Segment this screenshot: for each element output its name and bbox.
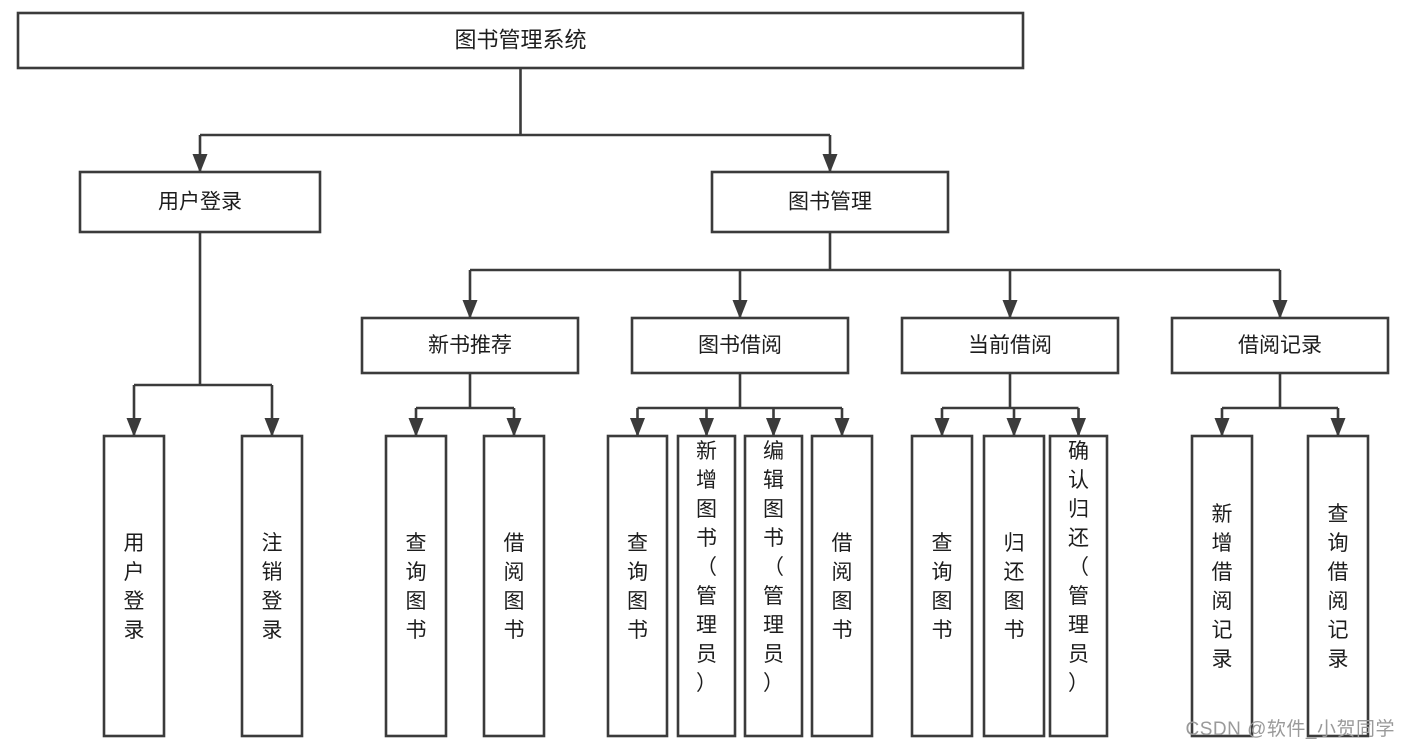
node-box-root: [16, 11, 1025, 70]
node-label-current-borrow: 当前借阅: [968, 334, 1052, 357]
node-box-leaf-query-book-1: [384, 434, 448, 738]
arrowhead-current-borrow-1: [1006, 418, 1022, 437]
arrowhead-book-borrow-3: [834, 418, 850, 437]
arrowhead-book-mgmt-2: [1002, 300, 1018, 319]
arrowhead-book-borrow-0: [630, 418, 645, 437]
node-label-book-management: 图书管理: [788, 191, 872, 214]
node-box-leaf-confirm-return-admin: [1048, 434, 1109, 738]
node-label-leaf-query-book-2: 查询图书: [627, 532, 648, 642]
connector-layer: [126, 68, 1346, 437]
node-leaf-borrow-book-2[interactable]: 借阅图书: [810, 434, 874, 738]
node-box-leaf-query-book-3: [910, 434, 974, 738]
arrowhead-current-borrow-2: [1071, 418, 1086, 437]
node-box-leaf-borrow-book-2: [810, 434, 874, 738]
node-label-leaf-query-borrow-record: 查询借阅记录: [1328, 503, 1349, 671]
node-leaf-borrow-book-1[interactable]: 借阅图书: [482, 434, 546, 738]
node-label-new-book-recommend: 新书推荐: [428, 334, 512, 357]
arrowhead-borrow-record-0: [1214, 418, 1230, 437]
node-label-book-borrow: 图书借阅: [698, 334, 782, 357]
node-leaf-query-book-3[interactable]: 查询图书: [910, 434, 974, 738]
node-new-book-recommend[interactable]: 新书推荐: [360, 316, 580, 375]
node-leaf-edit-book-admin[interactable]: 编辑图书（管理员）: [743, 434, 804, 738]
node-box-leaf-query-borrow-record: [1306, 434, 1370, 738]
node-book-borrow[interactable]: 图书借阅: [630, 316, 850, 375]
arrowhead-book-borrow-2: [766, 418, 781, 437]
node-label-leaf-return-book: 归还图书: [1004, 532, 1025, 642]
arrowhead-book-mgmt-1: [732, 300, 748, 319]
node-label-root: 图书管理系统: [454, 27, 586, 52]
arrowhead-new-book-1: [506, 418, 522, 437]
node-layer: 图书管理系统用户登录图书管理新书推荐图书借阅当前借阅借阅记录用户登录注销登录查询…: [16, 11, 1390, 738]
arrowhead-user-login-0: [126, 418, 142, 437]
arrowhead-book-borrow-1: [699, 418, 714, 437]
node-label-leaf-add-book-admin: 新增图书（管理员）: [696, 440, 717, 695]
node-box-borrow-record: [1170, 316, 1390, 375]
node-box-book-management: [710, 170, 950, 234]
node-leaf-confirm-return-admin[interactable]: 确认归还（管理员）: [1048, 434, 1109, 738]
node-box-leaf-edit-book-admin: [743, 434, 804, 738]
node-leaf-add-book-admin[interactable]: 新增图书（管理员）: [676, 434, 737, 738]
node-label-leaf-edit-book-admin: 编辑图书（管理员）: [763, 440, 784, 695]
node-box-book-borrow: [630, 316, 850, 375]
arrowhead-root-1: [822, 154, 838, 173]
node-box-new-book-recommend: [360, 316, 580, 375]
node-leaf-return-book[interactable]: 归还图书: [982, 434, 1046, 738]
node-borrow-record[interactable]: 借阅记录: [1170, 316, 1390, 375]
node-leaf-user-login[interactable]: 用户登录: [102, 434, 166, 738]
node-label-user-login: 用户登录: [158, 191, 242, 214]
node-box-leaf-return-book: [982, 434, 1046, 738]
node-label-leaf-borrow-book-2: 借阅图书: [832, 532, 853, 642]
node-box-leaf-user-login: [102, 434, 166, 738]
node-box-current-borrow: [900, 316, 1120, 375]
node-root[interactable]: 图书管理系统: [16, 11, 1025, 70]
arrowhead-book-mgmt-3: [1272, 300, 1288, 319]
node-leaf-add-borrow-record[interactable]: 新增借阅记录: [1190, 434, 1254, 738]
node-current-borrow[interactable]: 当前借阅: [900, 316, 1120, 375]
node-leaf-query-book-1[interactable]: 查询图书: [384, 434, 448, 738]
node-box-leaf-query-book-2: [606, 434, 669, 738]
node-label-leaf-logout: 注销登录: [262, 532, 283, 642]
node-leaf-query-borrow-record[interactable]: 查询借阅记录: [1306, 434, 1370, 738]
arrowhead-new-book-0: [408, 418, 424, 437]
node-label-borrow-record: 借阅记录: [1238, 334, 1322, 357]
arrowhead-user-login-1: [264, 418, 280, 437]
node-leaf-query-book-2[interactable]: 查询图书: [606, 434, 669, 738]
arrowhead-book-mgmt-0: [462, 300, 478, 319]
arrowhead-root-0: [192, 154, 208, 173]
node-box-leaf-add-book-admin: [676, 434, 737, 738]
node-book-management[interactable]: 图书管理: [710, 170, 950, 234]
arrowhead-current-borrow-0: [934, 418, 950, 437]
node-box-user-login: [78, 170, 322, 234]
node-box-leaf-add-borrow-record: [1190, 434, 1254, 738]
node-label-leaf-query-book-1: 查询图书: [406, 532, 427, 642]
arrowhead-borrow-record-1: [1330, 418, 1346, 437]
node-label-leaf-user-login: 用户登录: [124, 532, 145, 642]
node-label-leaf-add-borrow-record: 新增借阅记录: [1212, 503, 1233, 671]
node-label-leaf-borrow-book-1: 借阅图书: [504, 532, 525, 642]
node-label-leaf-query-book-3: 查询图书: [932, 532, 953, 642]
node-box-leaf-logout: [240, 434, 304, 738]
node-label-leaf-confirm-return-admin: 确认归还（管理员）: [1068, 440, 1089, 695]
csdn-watermark: CSDN @软件_小贺同学: [1185, 719, 1395, 740]
node-box-leaf-borrow-book-1: [482, 434, 546, 738]
node-user-login[interactable]: 用户登录: [78, 170, 322, 234]
node-leaf-logout[interactable]: 注销登录: [240, 434, 304, 738]
